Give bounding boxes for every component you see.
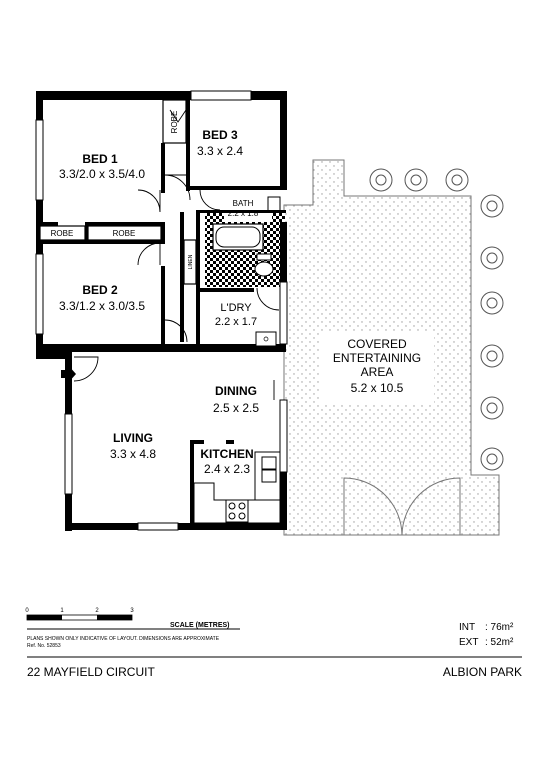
bed3-dims: 3.3 x 2.4 [197,144,243,158]
robe-label-bed1-a: ROBE [51,229,74,238]
entertaining-dims: 5.2 x 10.5 [351,381,404,395]
garden-shrubs [369,168,504,471]
linen-cupboard [183,239,197,285]
kitchen-dims: 2.4 x 2.3 [204,462,250,476]
entertaining-line3: AREA [361,365,394,379]
robe-label-bed1-b: ROBE [113,229,136,238]
entertaining-line2: ENTERTAINING [333,351,421,365]
door-swings [73,109,280,400]
living-dims: 3.3 x 4.8 [110,447,156,461]
vanity [267,196,281,212]
scale-tick-2: 2 [95,608,99,614]
reference-number: Ref. No. 52853 [27,643,61,649]
disclaimer: PLANS SHOWN ONLY INDICATIVE OF LAYOUT. D… [27,636,220,642]
dining-name: DINING [215,384,257,398]
bed2-dims: 3.3/1.2 x 3.0/3.5 [59,299,145,313]
property-address: 22 MAYFIELD CIRCUIT [27,665,155,679]
room-labels: BED 1 3.3/2.0 x 3.5/4.0 BED 3 3.3 x 2.4 … [51,111,421,476]
scale-bar: 0 1 2 3 SCALE (METRES) PLANS SHOWN ONLY … [25,608,240,649]
windows [35,90,288,531]
linen-label: LINEN [188,254,194,269]
kitchen-name: KITCHEN [200,447,253,461]
bed1-dims: 3.3/2.0 x 3.5/4.0 [59,167,145,181]
bed1-name: BED 1 [82,152,118,166]
scale-label: SCALE (METRES) [170,622,230,629]
bath-dims: 2.2 x 1.8 [228,209,259,218]
ext-label: EXT [459,637,478,648]
int-value: : 76m² [485,622,514,633]
covered-entertaining-area [283,159,500,536]
robe-bed1-a [39,225,86,241]
entry-arrow-icon [61,365,76,383]
area-summary: INT : 76m² EXT : 52m² [459,622,514,648]
robe-label-bed3: ROBE [170,111,179,134]
living-name: LIVING [113,431,153,445]
bath-name: BATH [233,199,254,208]
bed3-name: BED 3 [202,128,238,142]
dining-dims: 2.5 x 2.5 [213,401,259,415]
toilet [254,261,274,277]
laundry-dims: 2.2 x 1.7 [215,316,257,328]
ext-value: : 52m² [485,637,514,648]
kitchen-benches [193,451,281,524]
property-suburb: ALBION PARK [443,665,522,679]
int-label: INT [459,622,475,633]
laundry-tub [255,331,277,347]
scale-tick-1: 1 [60,608,64,614]
robe-bed3 [162,99,187,144]
robe-bed1-b [87,225,162,241]
scale-tick-3: 3 [130,608,134,614]
entertaining-line1: COVERED [347,337,407,351]
bed2-name: BED 2 [82,283,118,297]
scale-tick-0: 0 [25,608,29,614]
laundry-name: L'DRY [220,302,252,314]
